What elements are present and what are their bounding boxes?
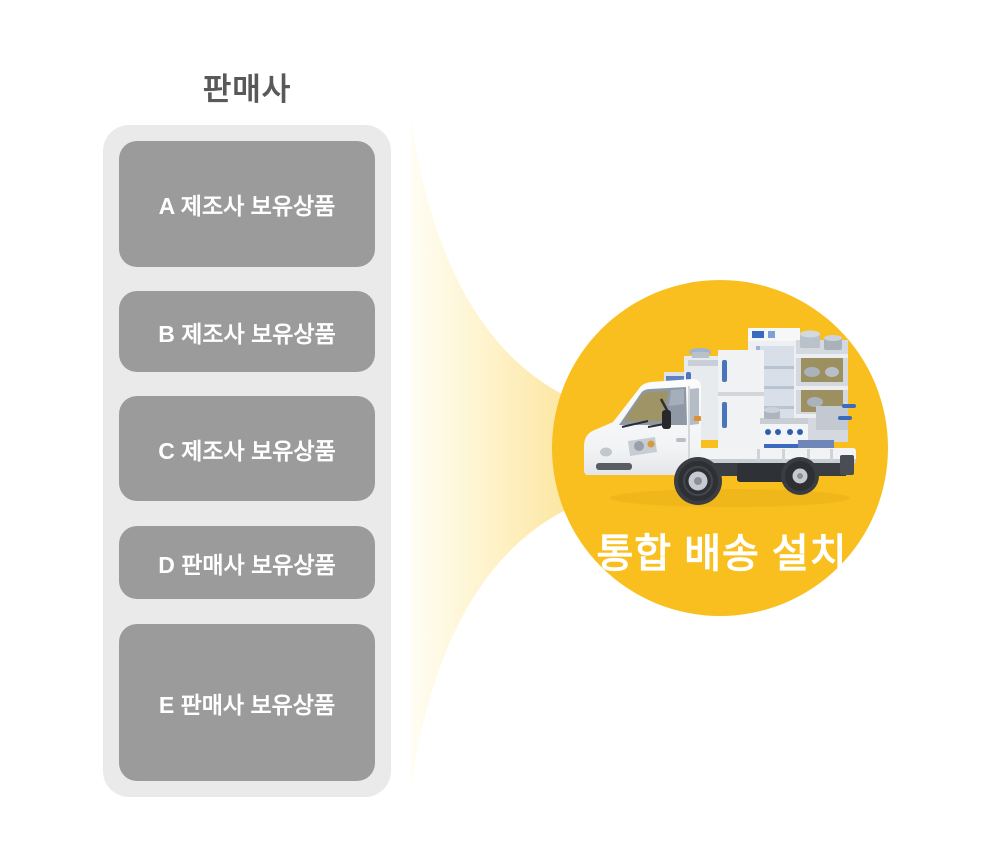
product-box-d: D 판매사 보유상품 xyxy=(119,526,375,599)
delivery-truck-illustration xyxy=(584,328,856,507)
product-box-e: E 판매사 보유상품 xyxy=(119,624,375,781)
funnel-beam xyxy=(411,118,640,788)
delivery-circle-label: 통합 배송 설치 xyxy=(596,532,848,576)
product-box-a: A 제조사 보유상품 xyxy=(119,141,375,267)
seller-panel-title: 판매사 xyxy=(202,72,292,107)
truck-cab xyxy=(584,379,701,475)
seller-panel: A 제조사 보유상품 B 제조사 보유상품 C 제조사 보유상품 D 판매사 보… xyxy=(103,125,391,797)
product-box-c: C 제조사 보유상품 xyxy=(119,396,375,501)
front-wheel xyxy=(674,457,722,505)
product-box-b: B 제조사 보유상품 xyxy=(119,291,375,372)
rear-wheel xyxy=(781,457,819,495)
